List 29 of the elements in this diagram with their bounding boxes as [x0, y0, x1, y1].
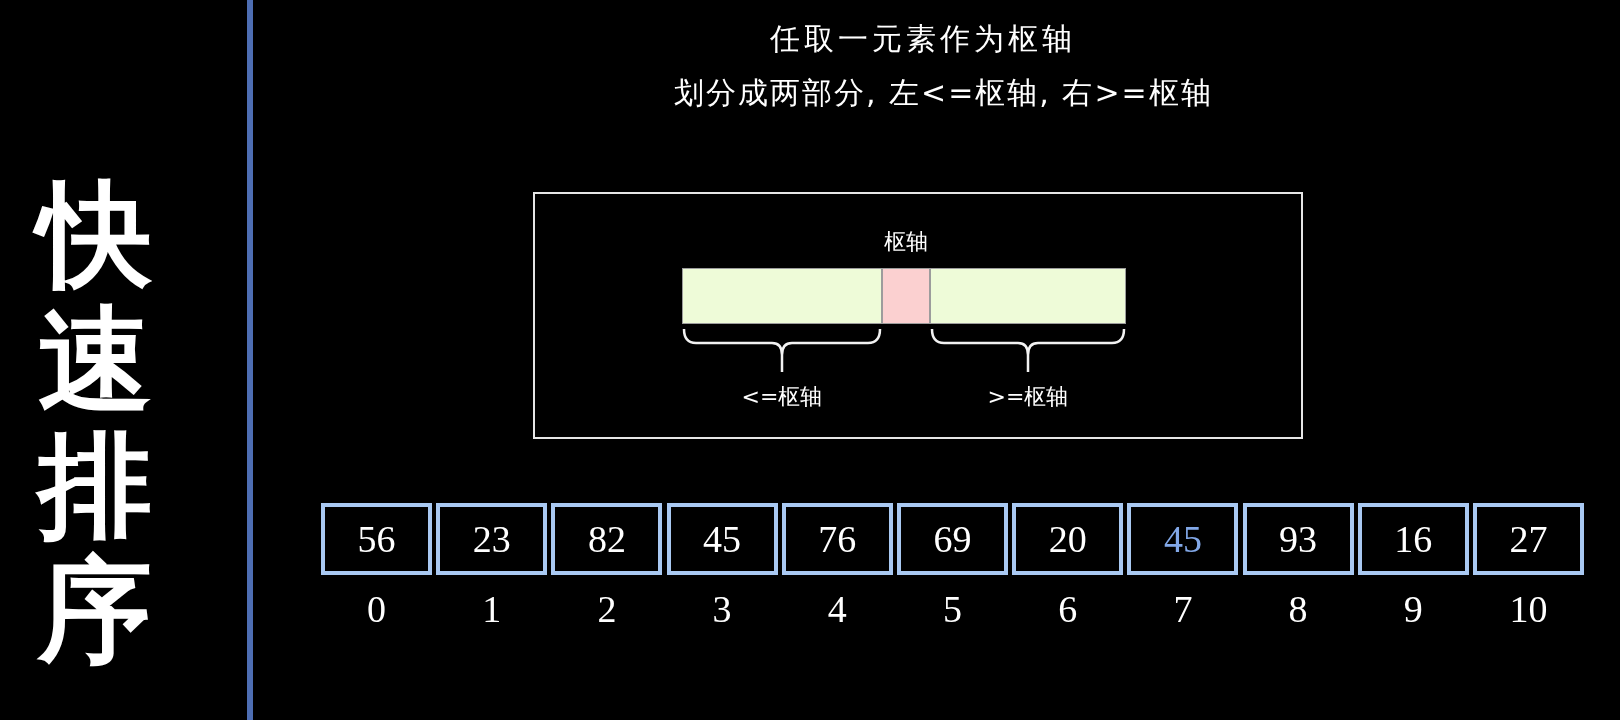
- range-label: >=枢轴: [987, 383, 1069, 411]
- array-cell: 93: [1242, 503, 1354, 575]
- index-label: 1: [482, 587, 502, 631]
- array-cell: 56: [321, 503, 432, 575]
- index-label: 10: [1509, 587, 1548, 631]
- index-label: 3: [712, 587, 732, 631]
- array-cell: 45: [1127, 503, 1239, 575]
- index-label: 2: [597, 587, 617, 631]
- index-label: 6: [1058, 587, 1078, 631]
- array-cell: 69: [897, 503, 1008, 575]
- instruction-text: 任取一元素作为枢轴: [770, 20, 1076, 58]
- array-cell: 20: [1012, 503, 1124, 575]
- array-cell: 76: [781, 503, 893, 575]
- array-cell: 82: [551, 503, 663, 575]
- range-label: <=枢轴: [741, 383, 823, 411]
- array-cell: 23: [436, 503, 548, 575]
- index-label: 0: [367, 587, 386, 631]
- title-text: 快速排序: [30, 168, 160, 678]
- instruction-text: 划分成两部分, 左<=枢轴, 右>=枢轴: [674, 74, 1213, 112]
- index-label: 9: [1403, 587, 1423, 631]
- index-label: 8: [1288, 587, 1308, 631]
- array-cell: 45: [666, 503, 778, 575]
- pivot-label: 枢轴: [884, 228, 928, 256]
- diagram-frame: [533, 192, 1303, 439]
- index-label: 7: [1173, 587, 1193, 631]
- array-cell: 27: [1473, 503, 1584, 575]
- index-label: 4: [827, 587, 847, 631]
- array-cell: 16: [1357, 503, 1469, 575]
- index-label: 5: [943, 587, 962, 631]
